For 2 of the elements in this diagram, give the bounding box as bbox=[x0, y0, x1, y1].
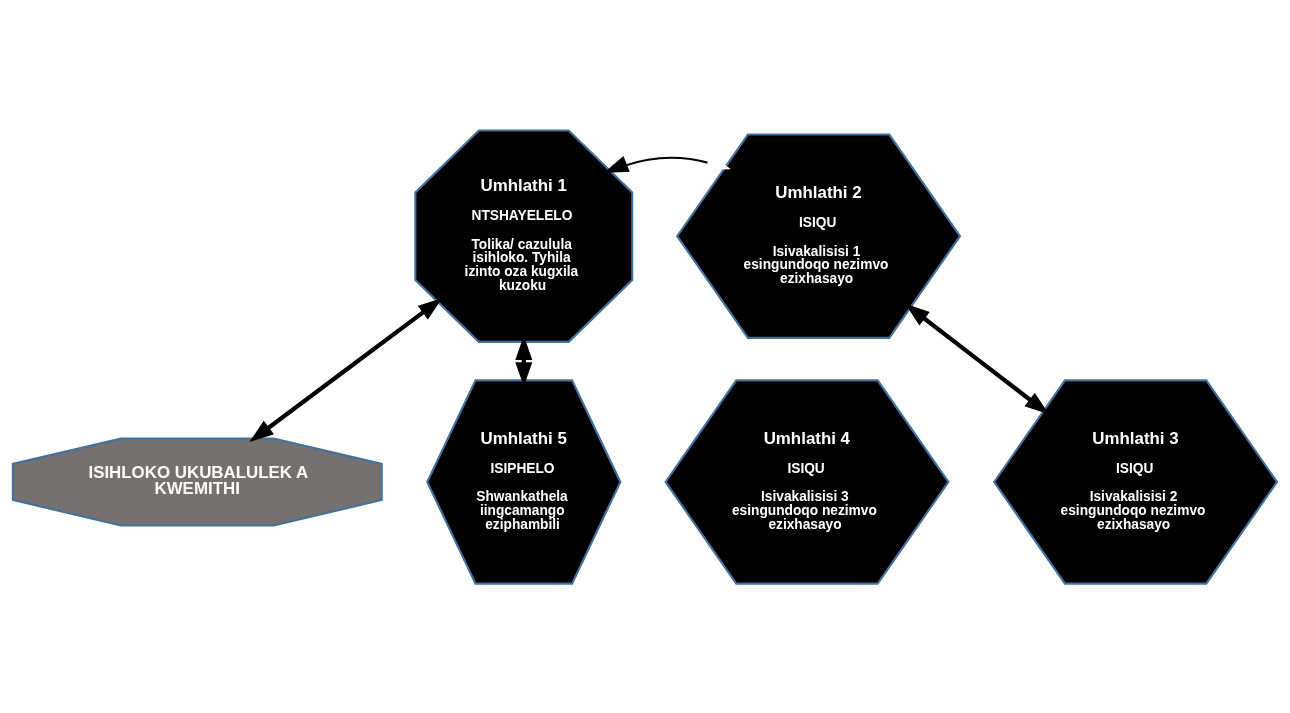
arrow bbox=[249, 297, 443, 442]
arrow bbox=[905, 303, 1049, 414]
